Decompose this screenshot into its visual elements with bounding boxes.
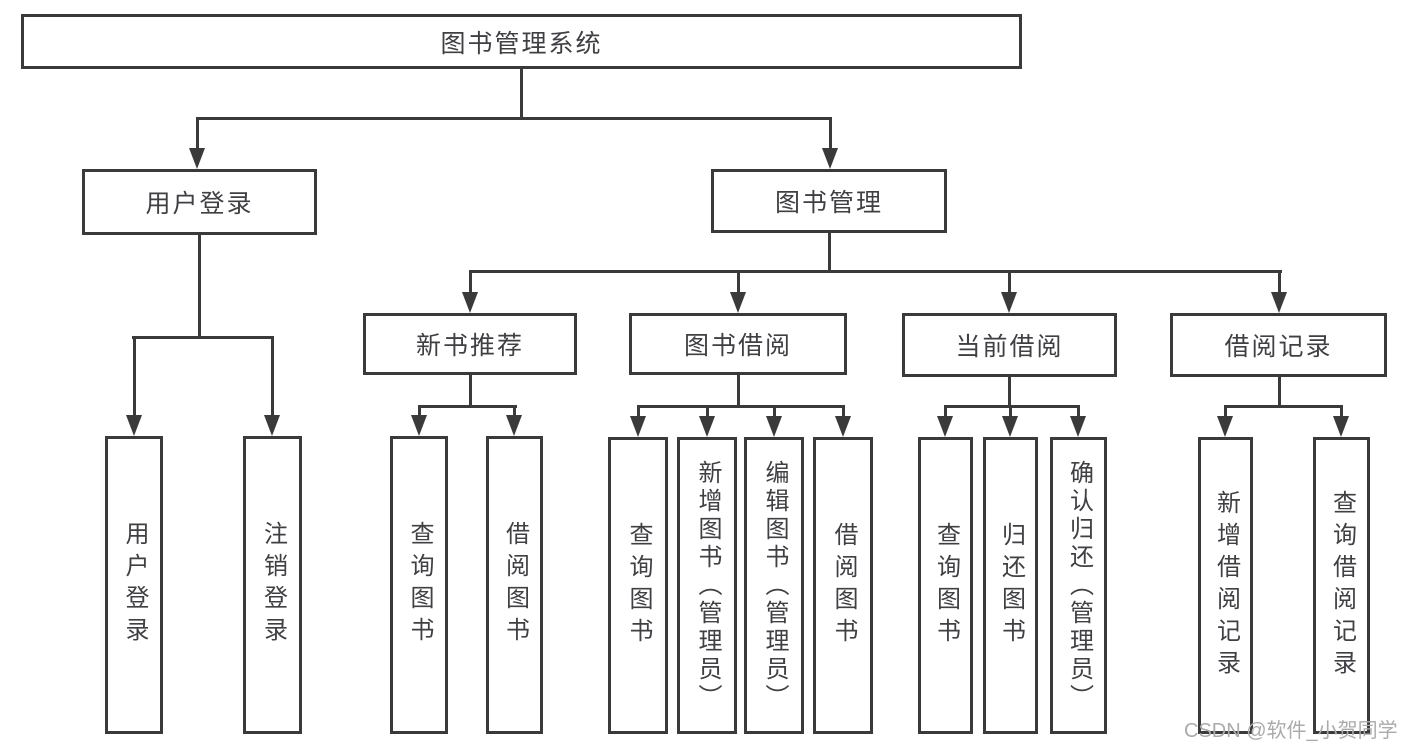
arrowhead-icon bbox=[730, 292, 746, 313]
connector-line bbox=[1077, 405, 1080, 419]
connector-line bbox=[271, 336, 274, 418]
connector-line bbox=[706, 405, 709, 419]
node-label: 借阅记录 bbox=[1224, 333, 1333, 361]
leaf-label: 查询借阅记录 bbox=[1328, 489, 1356, 682]
connector-line bbox=[1009, 405, 1012, 419]
connector-line bbox=[1224, 405, 1227, 419]
connector-line bbox=[469, 270, 1282, 273]
csdn-watermark: CSDN @软件_小贺同学 bbox=[1184, 720, 1398, 742]
leaf-cb-confirm-return-admin: 确认归还（管理员） bbox=[1050, 437, 1107, 734]
node-library-management-system: 图书管理系统 bbox=[21, 14, 1022, 69]
leaf-label: 查询图书 bbox=[932, 521, 960, 650]
leaf-bb-borrow-books: 借阅图书 bbox=[813, 437, 873, 734]
connector-line bbox=[520, 69, 523, 119]
connector-line bbox=[196, 117, 199, 151]
connector-line bbox=[737, 270, 740, 295]
arrowhead-icon bbox=[1001, 292, 1017, 313]
arrowhead-icon bbox=[1271, 292, 1287, 313]
node-label: 用户登录 bbox=[145, 190, 254, 218]
leaf-label: 查询图书 bbox=[406, 521, 433, 649]
node-borrowing-records: 借阅记录 bbox=[1170, 313, 1387, 377]
connector-line bbox=[198, 235, 201, 339]
leaf-bb-add-books-admin: 新增图书（管理员） bbox=[677, 437, 737, 734]
arrowhead-icon bbox=[630, 416, 646, 437]
connector-line bbox=[1278, 270, 1281, 295]
node-user-login: 用户登录 bbox=[82, 169, 317, 235]
node-label: 当前借阅 bbox=[955, 333, 1064, 361]
leaf-cb-query-books: 查询图书 bbox=[918, 437, 973, 734]
connector-line bbox=[944, 405, 1080, 408]
leaf-label: 确认归还（管理员） bbox=[1065, 459, 1093, 712]
connector-line bbox=[944, 405, 947, 419]
connector-line bbox=[1340, 405, 1343, 419]
connector-line bbox=[513, 405, 516, 418]
connector-line bbox=[828, 233, 831, 273]
leaf-label: 归还图书 bbox=[997, 521, 1025, 650]
node-new-book-recommendation: 新书推荐 bbox=[363, 313, 577, 375]
leaf-user-login: 用户登录 bbox=[105, 436, 163, 734]
node-current-borrowing: 当前借阅 bbox=[902, 313, 1117, 377]
node-book-management: 图书管理 bbox=[711, 169, 947, 233]
arrowhead-icon bbox=[937, 416, 953, 437]
leaf-label: 新增图书（管理员） bbox=[694, 459, 721, 712]
leaf-logout: 注销登录 bbox=[243, 436, 302, 734]
connector-line bbox=[1278, 377, 1281, 408]
leaf-label: 用户登录 bbox=[121, 521, 148, 649]
arrowhead-icon bbox=[1333, 416, 1349, 437]
arrowhead-icon bbox=[264, 415, 280, 436]
connector-line bbox=[773, 405, 776, 419]
leaf-label: 编辑图书（管理员） bbox=[761, 459, 788, 712]
leaf-bb-query-books: 查询图书 bbox=[608, 437, 668, 734]
connector-line bbox=[1008, 270, 1011, 295]
connector-line bbox=[637, 405, 845, 408]
arrowhead-icon bbox=[835, 416, 851, 437]
leaf-nb-query-books: 查询图书 bbox=[390, 436, 448, 734]
connector-line bbox=[1224, 405, 1343, 408]
leaf-nb-borrow-books: 借阅图书 bbox=[486, 436, 543, 734]
arrowhead-icon bbox=[126, 415, 142, 436]
arrowhead-icon bbox=[411, 415, 427, 436]
connector-line bbox=[469, 375, 472, 408]
connector-line bbox=[829, 117, 832, 151]
leaf-bb-edit-books-admin: 编辑图书（管理员） bbox=[744, 437, 804, 734]
connector-line bbox=[418, 405, 517, 408]
arrowhead-icon bbox=[189, 148, 205, 169]
leaf-label: 新增借阅记录 bbox=[1212, 489, 1240, 682]
leaf-br-add-record: 新增借阅记录 bbox=[1198, 437, 1253, 734]
connector-line bbox=[196, 117, 832, 120]
arrowhead-icon bbox=[506, 415, 522, 436]
leaf-br-query-record: 查询借阅记录 bbox=[1313, 437, 1370, 734]
arrowhead-icon bbox=[1002, 416, 1018, 437]
node-label: 图书管理 bbox=[774, 189, 883, 217]
node-book-borrowing: 图书借阅 bbox=[629, 313, 847, 375]
connector-line bbox=[132, 336, 274, 339]
arrowhead-icon bbox=[1070, 416, 1086, 437]
node-label: 新书推荐 bbox=[415, 332, 524, 360]
arrowhead-icon bbox=[462, 292, 478, 313]
arrowhead-icon bbox=[766, 416, 782, 437]
leaf-label: 借阅图书 bbox=[501, 521, 529, 649]
connector-line bbox=[133, 336, 136, 418]
connector-line bbox=[1008, 377, 1011, 408]
connector-line bbox=[637, 405, 640, 419]
node-label: 图书借阅 bbox=[683, 332, 792, 360]
leaf-cb-return-books: 归还图书 bbox=[983, 437, 1038, 734]
arrowhead-icon bbox=[1217, 416, 1233, 437]
leaf-label: 查询图书 bbox=[625, 521, 652, 650]
arrowhead-icon bbox=[699, 416, 715, 437]
leaf-label: 注销登录 bbox=[259, 521, 287, 649]
leaf-label: 借阅图书 bbox=[830, 521, 857, 650]
arrowhead-icon bbox=[822, 148, 838, 169]
connector-line bbox=[418, 405, 421, 418]
connector-line bbox=[842, 405, 845, 419]
connector-line bbox=[469, 270, 472, 295]
node-label: 图书管理系统 bbox=[440, 29, 603, 58]
connector-line bbox=[737, 375, 740, 408]
